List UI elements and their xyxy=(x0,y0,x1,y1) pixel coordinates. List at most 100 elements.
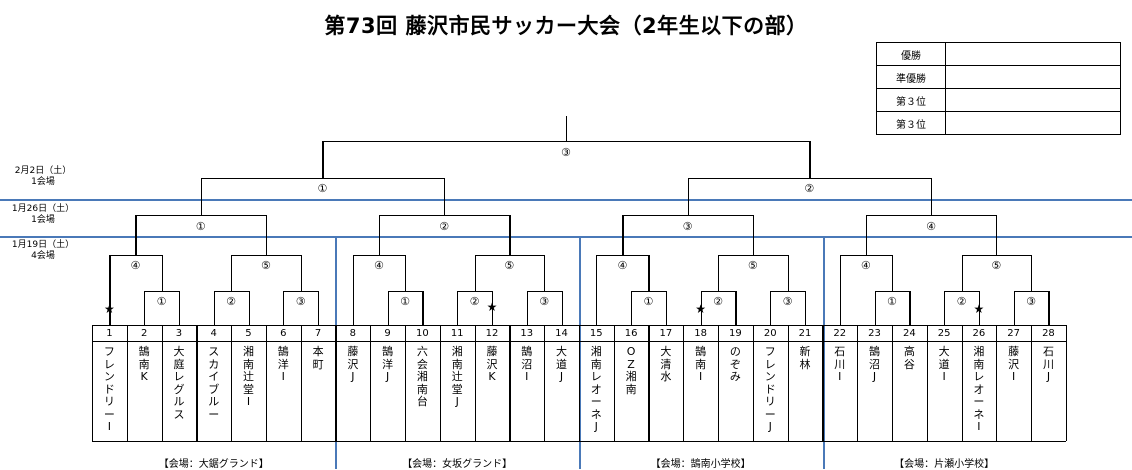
team-name: 藤沢J xyxy=(347,345,359,383)
team-box-line xyxy=(92,325,94,441)
team-box-line xyxy=(126,325,128,441)
venue-separator xyxy=(823,236,825,469)
team-number: 21 xyxy=(798,328,812,339)
team-box-line xyxy=(474,325,476,441)
team-box-line xyxy=(405,325,407,441)
team-name: 石川I xyxy=(834,345,846,383)
result-label: 第３位 xyxy=(876,111,946,135)
team-number: 6 xyxy=(280,328,287,339)
bracket-line xyxy=(839,255,893,257)
result-value[interactable] xyxy=(945,88,1121,112)
match-label: ① xyxy=(154,295,169,308)
bracket-line xyxy=(996,215,998,255)
match-label: ① xyxy=(193,220,208,233)
bracket-line xyxy=(1048,291,1050,325)
team-name: 新林 xyxy=(799,345,811,371)
star-icon: ★ xyxy=(103,302,115,316)
team-box-line xyxy=(648,325,650,441)
bracket-line xyxy=(687,178,933,180)
team-number: 7 xyxy=(314,328,322,339)
team-name: のぞみ xyxy=(729,345,741,383)
match-label: ④ xyxy=(128,259,143,272)
team-box-line xyxy=(926,325,928,441)
team-number: 10 xyxy=(416,328,429,339)
team-name: 藤沢K xyxy=(486,345,498,383)
team-number: 15 xyxy=(589,328,603,339)
bracket-line xyxy=(770,291,806,293)
bracket-line xyxy=(565,116,568,141)
team-number: 1 xyxy=(106,328,113,339)
team-name: 湘南レオーネI xyxy=(973,345,985,433)
bracket-line xyxy=(135,215,267,217)
team-number: 9 xyxy=(384,328,391,339)
team-box-line xyxy=(891,325,894,441)
team-number: 18 xyxy=(694,328,707,339)
team-name: 湘南辻堂J xyxy=(451,345,463,408)
team-name: 鵠沼J xyxy=(869,345,881,383)
bracket-line xyxy=(509,215,511,255)
team-name: スカイブルー xyxy=(208,345,220,421)
team-number: 27 xyxy=(1007,328,1021,339)
team-box-line xyxy=(509,325,511,441)
bracket-line xyxy=(352,255,355,325)
team-box-line xyxy=(231,325,233,441)
match-label: ② xyxy=(802,182,817,195)
team-name: フレンドリーJ xyxy=(764,345,776,433)
team-number: 3 xyxy=(175,328,183,339)
match-label: ① xyxy=(315,182,330,195)
venue-label: 【会場：女坂グランド】 xyxy=(402,459,513,470)
team-box-line xyxy=(92,441,1066,443)
bracket-line xyxy=(978,291,981,325)
team-name: OZ湘南 xyxy=(625,345,637,396)
bracket-line xyxy=(596,255,650,257)
team-name: 本町 xyxy=(312,345,324,371)
date-text: 1月26日（土） xyxy=(11,204,75,214)
bracket-line xyxy=(809,141,811,178)
team-box-line xyxy=(752,325,754,441)
bracket-line xyxy=(944,291,980,293)
bracket-line xyxy=(944,291,946,325)
team-number: 11 xyxy=(450,328,464,339)
bracket-line xyxy=(109,255,111,325)
round-separator xyxy=(0,236,1132,238)
bracket-line xyxy=(622,215,624,255)
bracket-line xyxy=(526,291,563,293)
bracket-line xyxy=(839,255,841,325)
bracket-line xyxy=(213,291,215,325)
star-icon: ★ xyxy=(695,302,707,316)
page-title: 第73回 藤沢市民サッカー大会（2年生以下の部） xyxy=(324,14,808,38)
team-name: 鵠南I xyxy=(695,345,707,383)
bracket-line xyxy=(961,255,1033,257)
team-number: 23 xyxy=(868,328,881,339)
result-value[interactable] xyxy=(945,42,1121,66)
venue-label: 【会場：鵠南小学校】 xyxy=(650,459,751,470)
bracket-line xyxy=(891,255,894,291)
match-label: ④ xyxy=(615,259,630,272)
bracket-line xyxy=(770,291,772,325)
team-box-line xyxy=(961,325,963,441)
match-label: ⑤ xyxy=(989,259,1004,272)
bracket-line xyxy=(231,255,302,257)
result-value[interactable] xyxy=(945,65,1121,89)
bracket-line xyxy=(457,291,459,325)
venue-count: 4会場 xyxy=(31,251,55,261)
result-label: 準優勝 xyxy=(876,65,946,89)
venue-count: 1会場 xyxy=(31,215,55,225)
bracket-line xyxy=(631,291,633,325)
venue-label: 【会場：大鋸グランド】 xyxy=(158,459,269,470)
team-name: 大庭レグルス xyxy=(173,345,185,421)
bracket-line xyxy=(109,255,163,257)
team-box-line xyxy=(1065,325,1068,441)
team-box-line xyxy=(196,325,198,441)
result-value[interactable] xyxy=(945,111,1121,135)
bracket-line xyxy=(865,215,868,255)
bracket-line xyxy=(378,215,381,255)
bracket-line xyxy=(735,291,737,325)
bracket-line xyxy=(283,291,285,325)
date-text: 2月2日（土） xyxy=(14,166,72,176)
team-box-line xyxy=(787,325,789,441)
team-box-line xyxy=(300,325,302,441)
bracket-line xyxy=(700,291,702,325)
match-label: ② xyxy=(711,295,725,308)
bracket-line xyxy=(561,291,563,325)
